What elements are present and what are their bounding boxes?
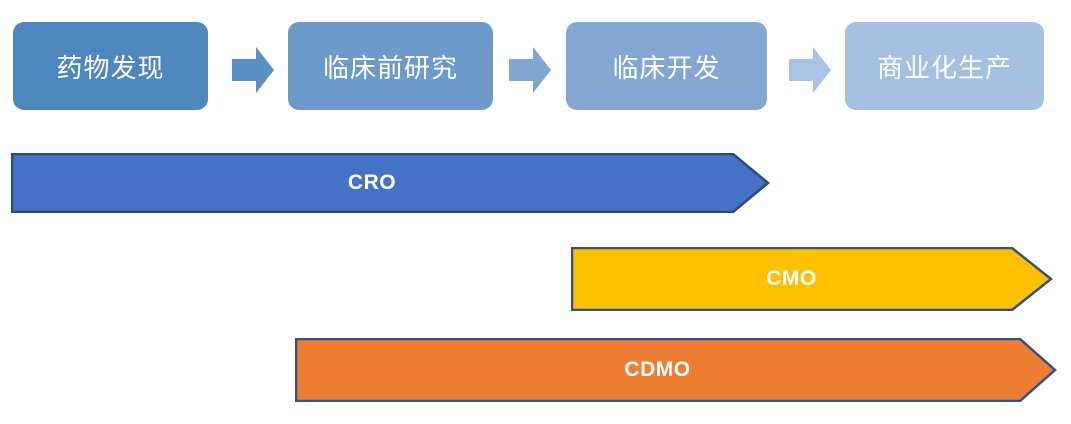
stage-label: 药物发现 — [56, 52, 165, 83]
stage-label: 商业化生产 — [876, 52, 1012, 83]
service-bar-cro: CRO — [11, 153, 771, 213]
pentagon-arrow-shape — [11, 153, 770, 213]
pentagon-arrow-shape — [571, 247, 1053, 311]
pentagon-arrow-cro — [11, 153, 770, 213]
right-arrow-shape — [232, 47, 274, 93]
right-arrow-icon — [232, 47, 274, 93]
stage-label: 临床前研究 — [322, 52, 458, 83]
right-arrow-shape — [789, 47, 831, 93]
service-bar-label-cmo: CMO — [766, 267, 817, 290]
stage-box-commercial-production: 商业化生产 — [845, 22, 1044, 110]
service-bar-cdmo: CDMO — [295, 338, 1057, 402]
service-bar-label-cro: CRO — [347, 171, 397, 194]
service-bar-cmo: CMO — [571, 247, 1053, 311]
service-bar-label-cdmo: CDMO — [624, 358, 691, 381]
right-arrow-icon — [509, 47, 551, 93]
right-arrow-icon — [789, 47, 831, 93]
stage-label: 临床开发 — [612, 52, 721, 83]
right-arrow-shape — [509, 47, 551, 93]
pentagon-arrow-cdmo — [295, 338, 1057, 402]
stage-box-drug-discovery: 药物发现 — [13, 22, 208, 110]
pentagon-arrow-shape — [295, 338, 1057, 402]
stage-box-clinical-development: 临床开发 — [566, 22, 767, 110]
pentagon-arrow-cmo — [571, 247, 1053, 311]
stage-box-preclinical-research: 临床前研究 — [288, 22, 493, 110]
